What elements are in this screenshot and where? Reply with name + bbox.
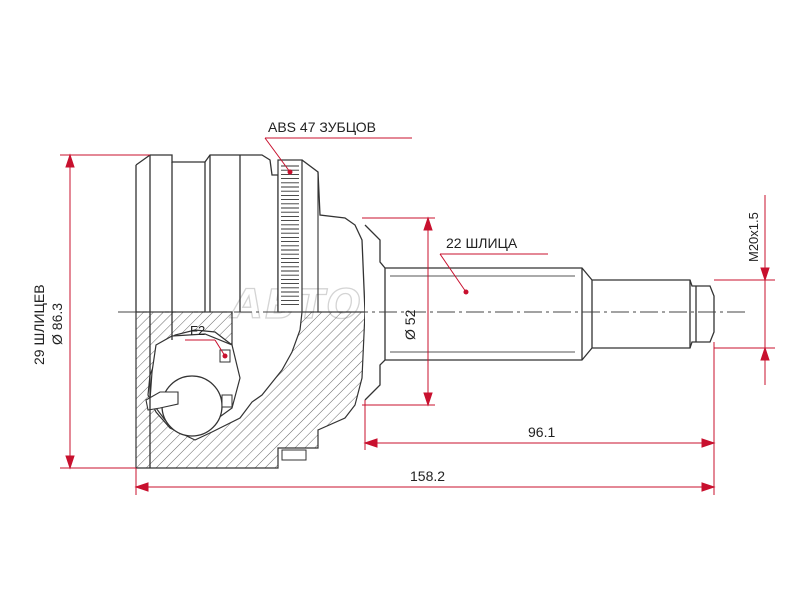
length-shaft-label: 96.1 [528, 424, 555, 440]
abs-label: ABS 47 ЗУБЦОВ [268, 119, 376, 135]
outer-splines-label: 29 ШЛИЦЕВ [31, 284, 47, 365]
leader-dots [222, 169, 469, 359]
f2-label: F2 [190, 323, 205, 338]
shaft-diameter-label: Ø 52 [402, 309, 418, 340]
stub-shaft [364, 224, 715, 401]
dimensions [60, 137, 775, 495]
outer-diameter-label: Ø 86.3 [49, 303, 65, 345]
abs-ring [277, 159, 366, 313]
length-total-label: 158.2 [410, 468, 445, 484]
inner-splines-label: 22 ШЛИЦА [446, 235, 518, 251]
hatched-section [135, 311, 366, 469]
shaft-splines [390, 275, 575, 353]
thread-label: M20x1.5 [746, 212, 761, 262]
outer-housing [135, 154, 279, 468]
